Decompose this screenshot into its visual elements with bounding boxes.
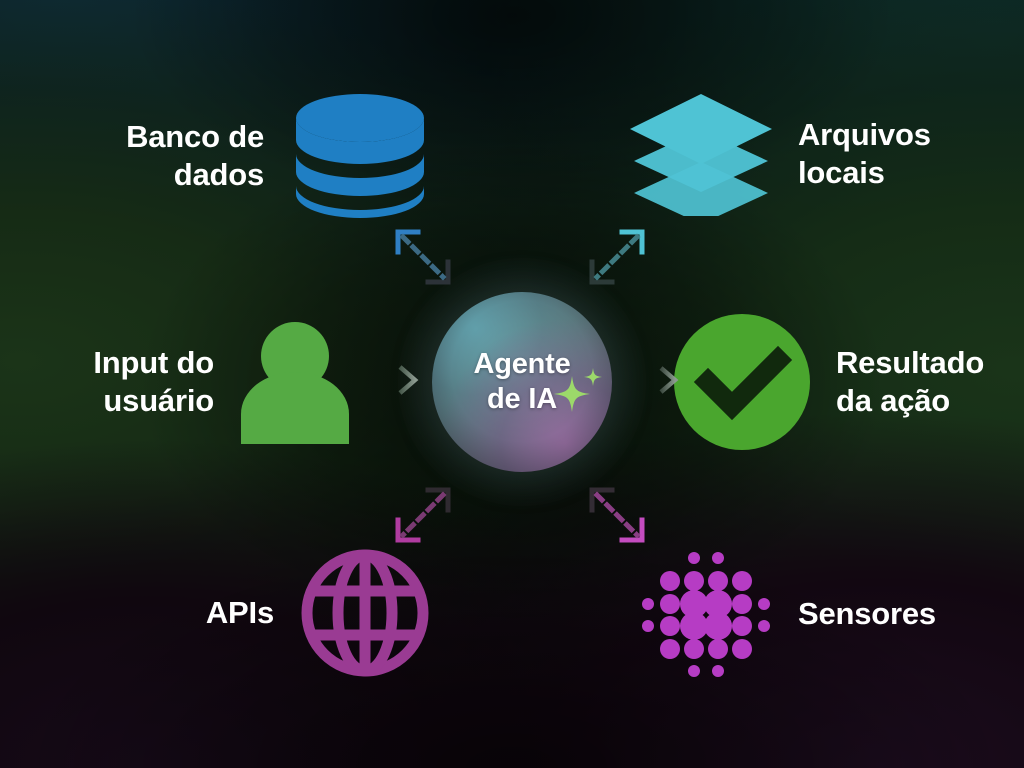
check-circle-icon <box>672 312 812 452</box>
user-icon <box>236 320 354 444</box>
node-files-label: Arquivos locais <box>798 117 931 190</box>
node-sensors: Sensores <box>640 548 1000 680</box>
dot-grid-icon <box>640 548 772 680</box>
bidirectional-dashed-icon-database <box>392 226 454 288</box>
agent-node: Agente de IA <box>398 258 646 506</box>
node-apis: APIs <box>170 548 430 678</box>
agent-label: Agente de IA <box>473 348 571 415</box>
bidirectional-dashed-icon-sensors <box>586 484 648 546</box>
node-files: Arquivos locais <box>628 92 1008 224</box>
bidirectional-dashed-icon-apis <box>392 484 454 546</box>
arrow-right-icon-user-to-agent <box>348 362 424 398</box>
database-icon <box>292 92 428 220</box>
node-database-label: Banco de dados <box>126 119 264 192</box>
bidirectional-dashed-icon-files <box>586 226 648 288</box>
arrow-right-icon-agent-to-result <box>624 362 684 398</box>
node-result: Resultado da ação <box>672 312 1024 452</box>
node-result-label: Resultado da ação <box>836 345 985 418</box>
node-user-label: Input do usuário <box>93 345 214 418</box>
node-sensors-label: Sensores <box>798 596 936 632</box>
agent-sphere-shading <box>432 292 612 472</box>
node-apis-label: APIs <box>205 595 274 631</box>
layers-icon <box>628 92 774 224</box>
globe-icon <box>300 548 430 678</box>
sparkle-icon <box>552 366 606 420</box>
node-user: Input do usuário <box>34 320 354 444</box>
agent-sphere <box>432 292 612 472</box>
node-database: Banco de dados <box>88 92 428 220</box>
